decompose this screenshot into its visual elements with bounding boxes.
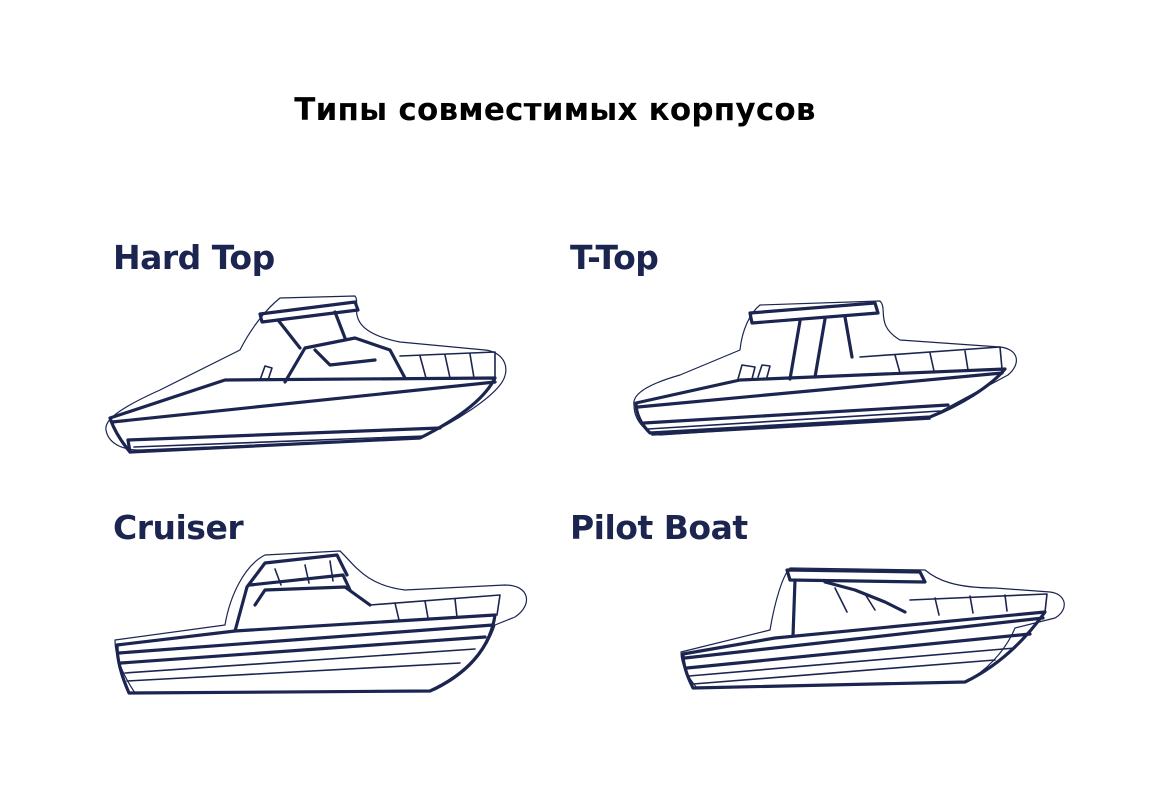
t-top-label: T-Top <box>570 238 659 277</box>
hard-top-label: Hard Top <box>113 238 275 277</box>
cruiser-boat-illustration <box>114 550 528 695</box>
pilot-boat-label: Pilot Boat <box>570 508 748 547</box>
pilot-boat-illustration <box>680 567 1065 690</box>
hard-top-boat-illustration <box>105 295 507 454</box>
page-title: Типы совместимых корпусов <box>294 92 816 128</box>
cruiser-label: Cruiser <box>113 508 244 547</box>
t-top-boat-illustration <box>633 300 1017 436</box>
